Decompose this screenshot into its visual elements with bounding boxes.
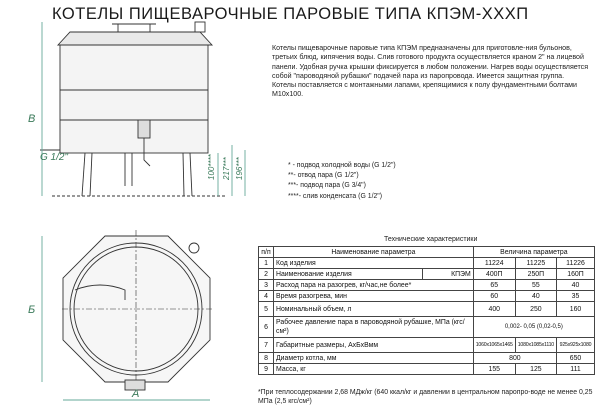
drain-valve [137,119,151,139]
boiler-drawing: В Б А G 1/2" 100**** 217*** 196*** [28,21,246,401]
col-num-header: п/п [258,246,274,258]
note-item: * - подвод холодной воды (G 1/2") [288,162,396,169]
dim-196-label: 196*** [235,156,244,180]
dim-217-label: 217*** [222,156,231,181]
col-name-header: Наименование параметра [273,246,474,258]
table-row: 5 Номинальный объем, л 400 250 160 [258,301,595,317]
table-row: 9 Масса, кг 155 125 111 [258,363,595,375]
dim-b-side-label: В [28,113,35,125]
table-row: 1 Код изделия 11224 11225 11226 [258,257,595,269]
dim-a-label: А [131,388,139,400]
description-text: Котелы пищеварочные паровые типа КПЭМ пр… [272,44,589,99]
table-row: 8 Диаметр котла, мм 800 650 [258,352,595,364]
note-item: ****- слив конденсата (G 1/2") [288,192,383,200]
note-item: **- отвод пара (G 1/2") [288,172,359,180]
connection-notes: * - подвод холодной воды (G 1/2") **- от… [288,161,396,202]
table-row: 4 Время разогрева, мин 60 40 35 [258,290,595,302]
boiler-lid [56,31,214,46]
pipe-label: G 1/2" [40,152,68,163]
table-title: Технические характеристики [384,236,478,243]
boiler-body-side [59,44,209,154]
table-row: 6 Рабочее давление пара в пароводяной ру… [258,316,596,338]
dim-b-top-label: Б [28,304,35,316]
dim-100-label: 100**** [207,153,216,180]
footnote: *При теплосодержании 2,68 МДж/кг (640 кк… [258,389,593,405]
spec-table: п/п Наименование параметра Величина пара… [258,246,596,375]
note-item: ***- подвод пара (G 3/4") [288,182,366,190]
table-row: 2 Наименование изделия КПЭМ 400П 250П 16… [258,268,595,280]
page-title: КОТЕЛЫ ПИЩЕВАРОЧНЫЕ ПАРОВЫЕ ТИПА КПЭМ-XX… [52,5,529,23]
col-value-header: Величина параметра [472,246,596,258]
table-row: 3 Расход пара на разогрев, кг/час,не бол… [258,279,595,291]
table-header-row: п/п Наименование параметра Величина пара… [258,246,596,258]
table-row: 7 Габаритные размеры, АхБхВмм 1060x1065x… [258,337,595,353]
